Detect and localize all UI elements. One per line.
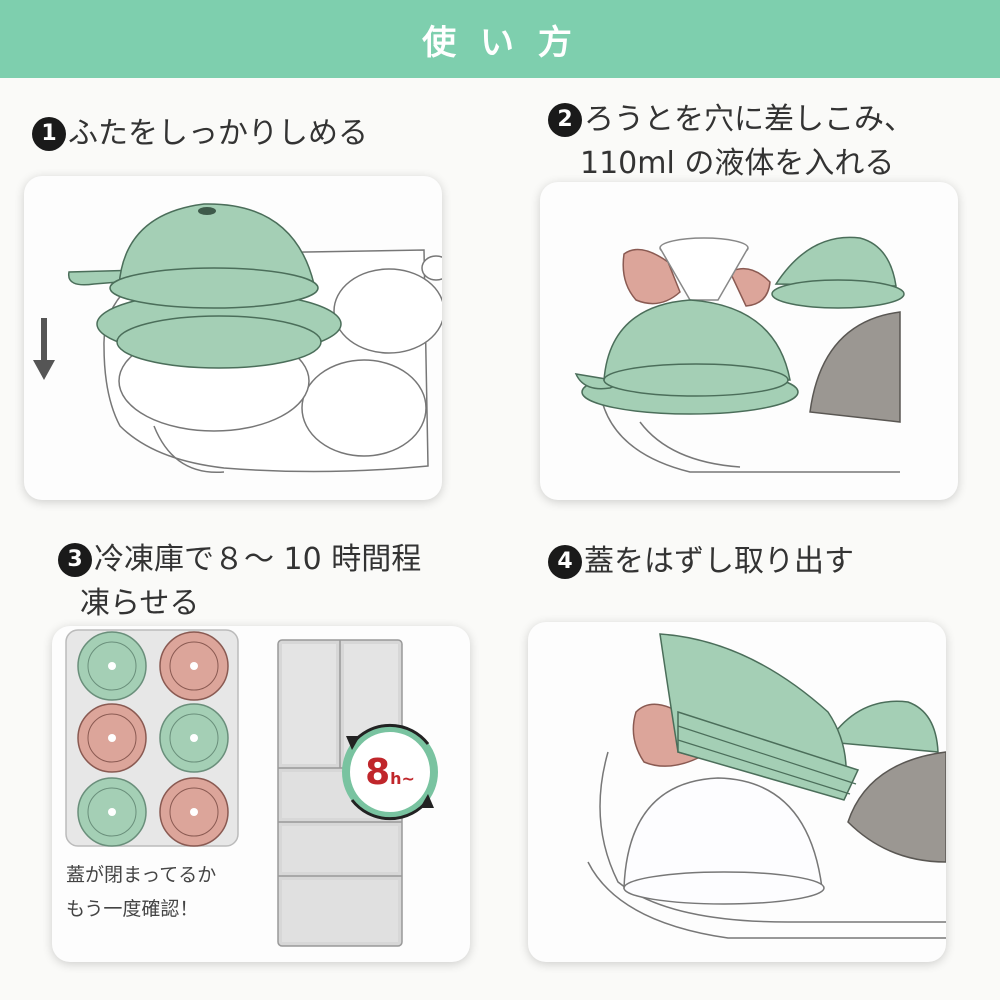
step-1-title: 1 ふたをしっかりしめる [32, 112, 368, 156]
step-1-number: 1 [32, 117, 66, 151]
down-arrow-icon [33, 318, 55, 380]
step-2-title: 2 ろうとを穴に差しこみ、 110ml の液体を入れる [548, 98, 914, 186]
step-4-number: 4 [548, 545, 582, 579]
step-4-line-1: 蓋をはずし取り出す [584, 544, 854, 579]
freeze-hours: 8 [365, 751, 391, 793]
step-4-title: 4 蓋をはずし取り出す [548, 540, 854, 584]
step-3-title: 3 冷凍庫で８～ 10 時間程 凍らせる [58, 538, 421, 626]
step-3-note-line-2: もう一度確認！ [66, 898, 199, 920]
step-2-illustration [574, 236, 905, 473]
step-3-illustration-card: 8 h~ 蓋が閉まってるか もう一度確認！ [52, 626, 470, 962]
freeze-time-badge: 8 h~ [342, 724, 438, 820]
freeze-hours-suffix: h~ [390, 768, 415, 788]
step-2-line-2: 110ml の液体を入れる [580, 146, 895, 181]
step-3-illustration [65, 629, 403, 947]
step-3-number: 3 [58, 543, 92, 577]
step-4-illustration [587, 633, 946, 939]
clockwise-arrow-icon [346, 723, 434, 821]
step-1-illustration-card [24, 176, 442, 500]
step-1-illustration [67, 203, 442, 474]
step-1-line-1: ふたをしっかりしめる [68, 116, 368, 151]
page-title: 使 い 方 [422, 22, 578, 63]
step-3-line-1: 冷凍庫で８～ 10 時間程 [94, 542, 422, 577]
step-2-number: 2 [548, 103, 582, 137]
step-3-line-2: 凍らせる [80, 586, 200, 621]
step-4-illustration-card [528, 622, 946, 962]
step-2-illustration-card [540, 182, 958, 500]
step-2-line-1: ろうとを穴に差しこみ、 [584, 102, 914, 137]
step-3-note: 蓋が閉まってるか もう一度確認！ [66, 858, 216, 926]
step-3-note-line-1: 蓋が閉まってるか [66, 864, 217, 886]
header-bar: 使 い 方 [0, 0, 1000, 78]
